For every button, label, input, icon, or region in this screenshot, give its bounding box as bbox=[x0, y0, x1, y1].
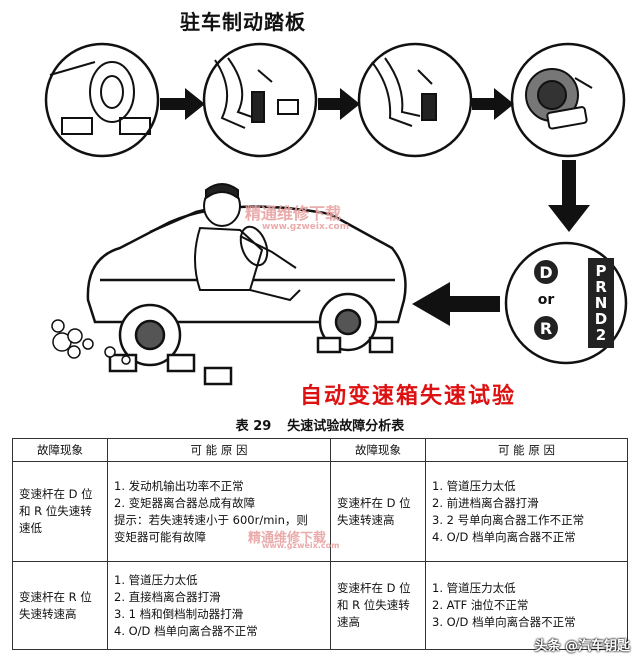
header-symptom-right: 故障现象 bbox=[330, 438, 426, 462]
header-causes-right: 可 能 原 因 bbox=[425, 438, 628, 462]
arrow-right-1 bbox=[160, 88, 205, 120]
table-row: 变速杆在 D 位和 R 位失速转速低 1. 发动机输出功率不正常 2. 变矩器离… bbox=[12, 461, 628, 562]
gear-letter-R: R bbox=[595, 278, 607, 296]
stall-test-illustration: P R N D 2 D or R bbox=[44, 10, 628, 409]
symptom-cell: 变速杆在 D 位和 R 位失速转速低 bbox=[12, 461, 108, 562]
step-circle-parking-brake bbox=[202, 42, 318, 158]
arrow-right-3 bbox=[472, 88, 514, 120]
header-causes-left: 可 能 原 因 bbox=[107, 438, 331, 462]
cause-item: 2. 变矩器离合器总成有故障 bbox=[114, 495, 256, 510]
exhaust-smoke bbox=[51, 319, 131, 365]
symptom-cell: 变速杆在 D 位和 R 位失速转速高 bbox=[330, 561, 426, 650]
causes-cell: 1. 发动机输出功率不正常 2. 变矩器离合器总成有故障 提示：若失速转速小于 … bbox=[107, 461, 331, 562]
table-caption: 表 29 失速试验故障分析表 bbox=[0, 415, 640, 434]
arrow-right-2 bbox=[318, 88, 360, 120]
watermark-url: www.gzweix.com bbox=[262, 222, 350, 232]
driver-figure bbox=[194, 183, 301, 302]
stall-test-title: 自动变速箱失速试验 bbox=[300, 384, 517, 409]
cause-item: 提示：若失速转速小于 600r/min，则 bbox=[114, 512, 308, 527]
gear-option-or: or bbox=[538, 292, 555, 308]
gear-letter-2: 2 bbox=[596, 326, 606, 344]
fault-analysis-table: 故障现象 可 能 原 因 故障现象 可 能 原 因 变速杆在 D 位和 R 位失… bbox=[12, 438, 628, 650]
table-number: 表 29 bbox=[235, 419, 272, 434]
gear-letter-P: P bbox=[596, 262, 607, 280]
cause-item: 2. 直接档离合器打滑 bbox=[114, 589, 221, 604]
cause-item: 1. 管道压力太低 bbox=[432, 478, 516, 493]
parking-brake-label: 驻车制动踏板 bbox=[180, 10, 306, 34]
cause-item: 4. O/D 档单向离合器不正常 bbox=[114, 623, 258, 638]
gear-option-R: R bbox=[540, 319, 552, 338]
step-circle-wheel-chock bbox=[44, 42, 160, 158]
gear-letter-N: N bbox=[595, 294, 608, 312]
gear-selector-circle bbox=[504, 241, 628, 365]
illustration-drawing: P R N D 2 D or R bbox=[44, 42, 628, 386]
arrow-down bbox=[548, 160, 590, 232]
step-circle-ignition-key bbox=[510, 42, 626, 158]
symptom-cell: 变速杆在 R 位失速转速高 bbox=[12, 561, 108, 650]
cause-item: 1. 发动机输出功率不正常 bbox=[114, 478, 244, 493]
header-symptom-left: 故障现象 bbox=[12, 438, 108, 462]
cause-item: 3. 1 档和倒档制动器打滑 bbox=[114, 606, 244, 621]
step-circle-brake-pedal bbox=[357, 42, 473, 158]
arrow-left bbox=[412, 282, 500, 326]
causes-cell: 1. 管道压力太低 2. 前进档离合器打滑 3. 2 号单向离合器工作不正常 4… bbox=[425, 461, 628, 562]
source-watermark: 头条 @汽车钥匙 bbox=[534, 639, 630, 654]
cause-item: 3. O/D 档单向离合器不正常 bbox=[432, 615, 576, 629]
cause-item: 3. 2 号单向离合器工作不正常 bbox=[432, 512, 585, 527]
cause-item: 2. 前进档离合器打滑 bbox=[432, 495, 539, 510]
cause-item: 1. 管道压力太低 bbox=[114, 572, 198, 587]
gear-option-D: D bbox=[539, 263, 552, 282]
symptom-cell: 变速杆在 D 位失速转速高 bbox=[330, 461, 426, 562]
table-header-row: 故障现象 可 能 原 因 故障现象 可 能 原 因 bbox=[12, 438, 628, 462]
table-watermark-url: www.gzweix.com bbox=[262, 541, 340, 550]
cause-item: 变矩器可能有故障 bbox=[114, 529, 206, 544]
table-watermark-text: 精通维修下载 bbox=[248, 531, 327, 546]
table-title: 失速试验故障分析表 bbox=[287, 419, 405, 434]
gear-letter-D: D bbox=[595, 310, 607, 328]
watermark-text: 精通维修下载 bbox=[245, 204, 342, 223]
table-row: 变速杆在 R 位失速转速高 1. 管道压力太低 2. 直接档离合器打滑 3. 1… bbox=[12, 561, 628, 650]
causes-cell: 1. 管道压力太低 2. ATF 油位不正常 3. O/D 档单向离合器不正常 bbox=[425, 561, 628, 650]
cause-item: 2. ATF 油位不正常 bbox=[432, 598, 529, 612]
cause-item: 4. O/D 档单向离合器不正常 bbox=[432, 529, 576, 544]
causes-cell: 1. 管道压力太低 2. 直接档离合器打滑 3. 1 档和倒档制动器打滑 4. … bbox=[107, 561, 331, 650]
car-wheels bbox=[108, 292, 394, 386]
cause-item: 1. 管道压力太低 bbox=[432, 581, 516, 595]
